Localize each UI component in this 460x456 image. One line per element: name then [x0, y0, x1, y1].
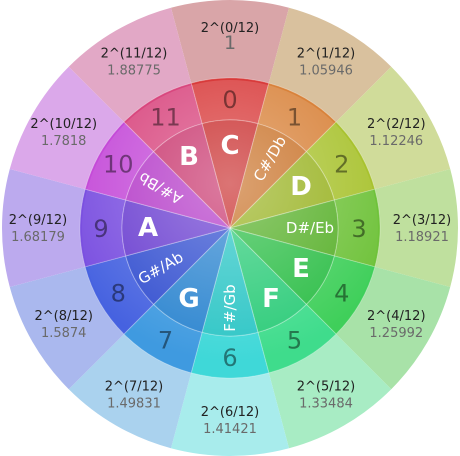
ratio-value: 1.7818	[41, 134, 87, 149]
ratio-segment	[170, 0, 290, 84]
note-name: F	[262, 284, 280, 314]
ratio-value: 1.05946	[299, 64, 353, 79]
note-name: C	[220, 131, 239, 161]
ratio-value: 1.33484	[299, 396, 353, 411]
ratio-segment	[170, 372, 290, 456]
ratio-expression: 2^(2/12)	[367, 117, 426, 132]
semitone-number: 4	[334, 280, 349, 308]
ratio-value: 1	[224, 32, 236, 54]
note-name: A	[138, 213, 158, 243]
ratio-expression: 2^(0/12)	[201, 21, 260, 36]
note-name: E	[292, 254, 310, 284]
ratio-value: 1.41421	[203, 422, 257, 437]
ratio-value: 1.18921	[395, 230, 449, 245]
ratio-expression: 2^(11/12)	[101, 47, 168, 62]
ratio-expression: 2^(10/12)	[30, 117, 97, 132]
semitone-number: 10	[103, 151, 134, 179]
ratio-segment	[268, 334, 392, 449]
ratio-expression: 2^(3/12)	[393, 213, 452, 228]
ratio-value: 1.12246	[369, 134, 423, 149]
ratio-value: 1.25992	[369, 326, 423, 341]
ratio-expression: 2^(8/12)	[34, 309, 93, 324]
ratio-value: 1.5874	[41, 326, 87, 341]
semitone-number: 5	[287, 327, 302, 355]
semitone-number: 11	[150, 103, 181, 131]
note-name: B	[179, 142, 199, 172]
semitone-number: 2	[334, 151, 349, 179]
ratio-expression: 2^(9/12)	[9, 213, 68, 228]
semitone-number: 6	[222, 344, 237, 372]
note-name-accidental: D#/Eb	[286, 219, 334, 237]
ratio-expression: 2^(7/12)	[105, 379, 164, 394]
ratio-expression: 2^(5/12)	[297, 379, 356, 394]
disc-gloss	[82, 80, 378, 376]
ratio-segment	[374, 168, 458, 288]
ratio-segment	[9, 266, 124, 390]
semitone-number: 9	[93, 215, 108, 243]
ratio-segment	[9, 66, 124, 190]
note-name: G	[178, 284, 199, 314]
ratio-segment	[268, 7, 392, 122]
ratio-segment	[336, 266, 451, 390]
ratio-segment	[68, 7, 192, 122]
ratio-value: 1.49831	[107, 396, 161, 411]
note-name-accidental: F#/Gb	[221, 284, 239, 331]
note-name: D	[290, 172, 312, 202]
ratio-expression: 2^(4/12)	[367, 309, 426, 324]
ratio-expression: 2^(1/12)	[297, 47, 356, 62]
labels-layer: 2^(0/12)10C2^(1/12)1.059461C#/Db2^(2/12)…	[9, 21, 452, 437]
ratio-value: 1.68179	[11, 230, 65, 245]
ratio-segment	[68, 334, 192, 449]
ratio-segment	[336, 66, 451, 190]
ratio-expression: 2^(6/12)	[201, 405, 260, 420]
ratio-segment	[1, 168, 86, 288]
semitone-number: 1	[287, 103, 302, 131]
ratio-value: 1.88775	[107, 64, 161, 79]
semitone-number: 0	[222, 86, 237, 114]
semitone-number: 7	[158, 327, 173, 355]
semitone-number: 3	[351, 215, 366, 243]
semitone-number: 8	[111, 280, 126, 308]
